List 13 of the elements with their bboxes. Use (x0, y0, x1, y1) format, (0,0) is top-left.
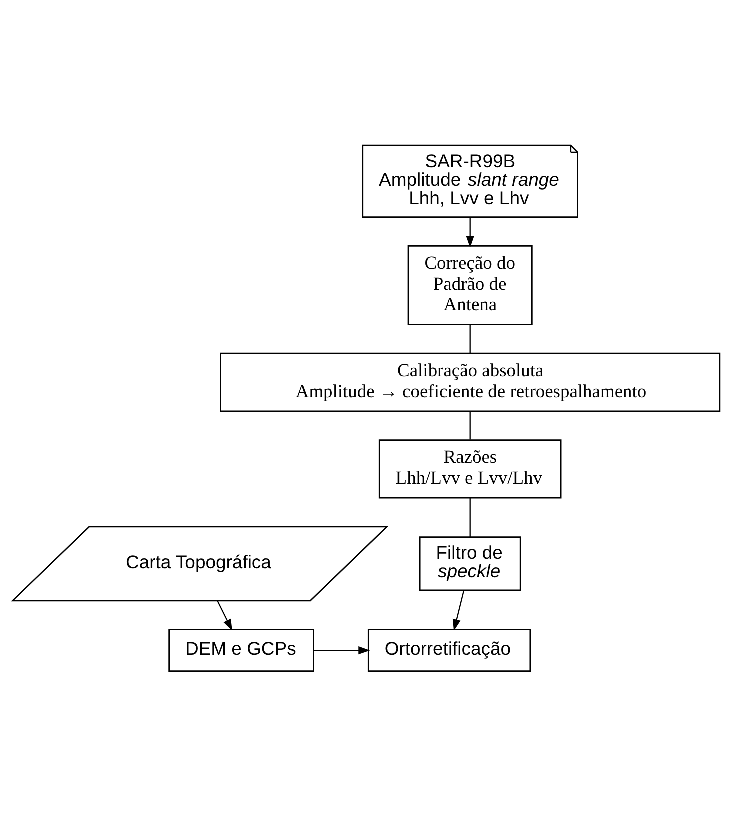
node-box: Ortorretificação (368, 628, 532, 672)
connector (470, 324, 471, 353)
node-box: Calibração absoluta Amplitude → coeficiente de retroespalhamento (220, 352, 721, 412)
connector (470, 498, 471, 537)
node-box: Razões Lhh/Lvv e Lvv/Lhv (378, 439, 562, 498)
connector (470, 411, 471, 440)
arrow (314, 646, 370, 654)
arrow (466, 217, 474, 248)
node-box: Correção do Padrão de Antena (408, 244, 533, 325)
arrow (217, 600, 232, 631)
node-box: DEM e GCPs (168, 628, 314, 672)
arrow (452, 590, 465, 631)
node-box: Filtro de speckle (419, 536, 522, 591)
